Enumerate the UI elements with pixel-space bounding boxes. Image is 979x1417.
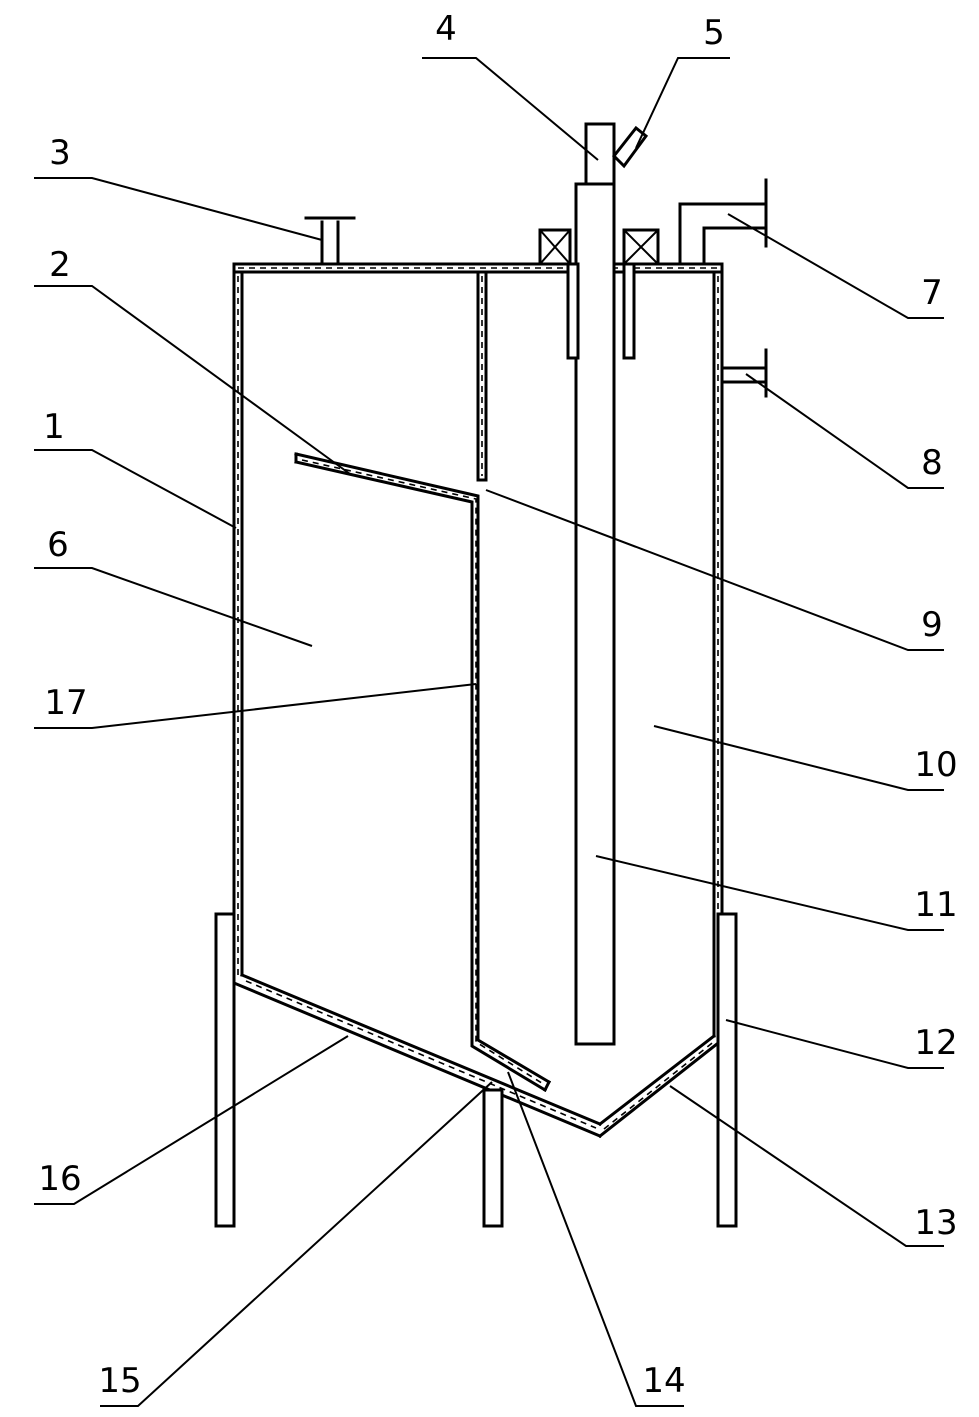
label-10: 10 (914, 745, 957, 785)
partition-plate (294, 452, 552, 1093)
label-17: 17 (44, 683, 87, 723)
label-5: 5 (703, 13, 725, 53)
label-4: 4 (435, 9, 457, 49)
label-13: 13 (914, 1203, 957, 1243)
support-legs (214, 912, 738, 1228)
label-1: 1 (43, 407, 65, 447)
label-9: 9 (921, 605, 943, 645)
label-7: 7 (921, 273, 943, 313)
inclined-bottom-plate (232, 973, 602, 1138)
leader-lines (34, 57, 944, 1407)
label-14: 14 (642, 1361, 685, 1401)
cone-bottom-right (597, 1033, 725, 1139)
side-nozzle (720, 348, 768, 398)
callout-labels: 1 2 3 4 5 6 7 8 9 10 11 12 13 14 15 16 1… (38, 9, 957, 1401)
label-2: 2 (49, 245, 71, 285)
packing-gland (538, 228, 660, 360)
outlet-elbow (678, 178, 768, 266)
label-11: 11 (914, 885, 957, 925)
central-pipe (574, 122, 616, 1046)
top-nozzle (304, 216, 356, 266)
side-branch-pipe (611, 125, 649, 169)
label-3: 3 (49, 133, 71, 173)
outer-shell-right-wall (712, 262, 724, 1042)
upper-baffle (476, 270, 488, 482)
label-8: 8 (921, 443, 943, 483)
label-6: 6 (47, 525, 69, 565)
label-16: 16 (38, 1159, 81, 1199)
label-15: 15 (98, 1361, 141, 1401)
outer-shell-left-wall (232, 262, 244, 985)
label-12: 12 (914, 1023, 957, 1063)
